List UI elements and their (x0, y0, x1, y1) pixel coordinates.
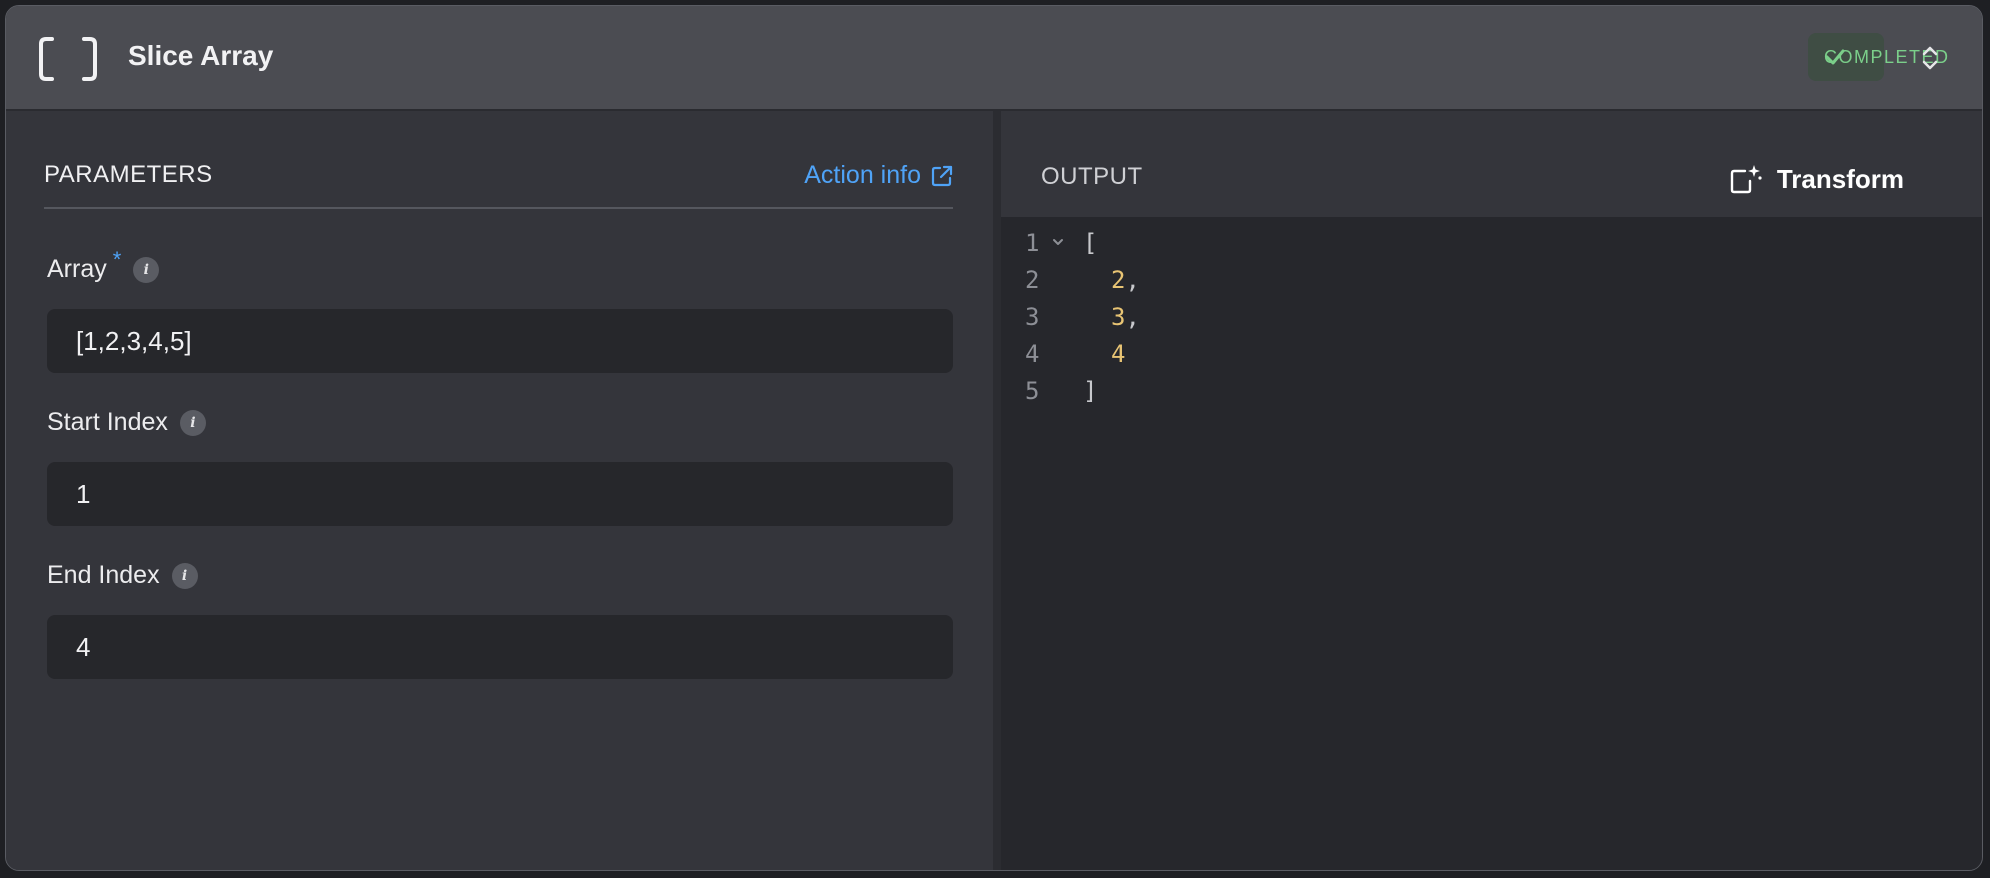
start-index-input[interactable] (47, 462, 953, 526)
comma: , (1125, 303, 1140, 331)
status-text: COMPLETED (1824, 46, 1950, 67)
check-icon (1825, 49, 1845, 65)
end-index-label-text: End Index (47, 561, 160, 589)
comma: , (1125, 266, 1140, 294)
parameters-divider (44, 207, 953, 209)
array-label-text: Array (47, 255, 107, 283)
parameters-panel: PARAMETERS Action info Array * i Start I… (6, 111, 993, 870)
output-header: OUTPUT Transform (1001, 111, 1982, 217)
expand-collapse-icon[interactable] (1918, 42, 1942, 74)
end-index-input[interactable] (47, 615, 953, 679)
action-info-label: Action info (804, 161, 921, 189)
required-mark: * (112, 246, 122, 272)
close-bracket: ] (1083, 377, 1098, 405)
transform-label: Transform (1776, 163, 1904, 194)
status-badge: COMPLETED (1808, 33, 1948, 81)
line-number: 4 (1025, 340, 1040, 368)
line-number: 1 (1025, 229, 1040, 257)
panel-resize-handle[interactable] (993, 111, 1001, 870)
array-value: 3 (1111, 303, 1126, 331)
transform-button[interactable]: Transform (1729, 163, 1904, 195)
array-input[interactable] (47, 309, 953, 373)
brackets-icon (39, 37, 97, 81)
array-value: 2 (1111, 266, 1126, 294)
array-label: Array * i (47, 247, 160, 284)
line-number: 5 (1025, 377, 1040, 405)
info-icon[interactable]: i (171, 562, 198, 589)
slice-array-card: Slice Array COMPLETED PARAMETERS Action … (5, 5, 1983, 871)
external-link-icon (931, 165, 953, 186)
action-title: Slice Array (128, 40, 274, 71)
line-number: 2 (1025, 266, 1040, 294)
open-bracket: [ (1083, 229, 1098, 257)
info-icon[interactable]: i (179, 409, 206, 436)
start-index-label: Start Index i (47, 408, 206, 437)
output-panel: OUTPUT Transform 1 [ 2 2, (1001, 111, 1982, 870)
parameters-title: PARAMETERS (44, 161, 213, 188)
line-number: 3 (1025, 303, 1040, 331)
array-value: 4 (1111, 340, 1126, 368)
info-icon[interactable]: i (133, 256, 160, 283)
transform-sparkle-icon (1730, 165, 1762, 194)
card-header[interactable]: Slice Array COMPLETED (6, 6, 1982, 111)
end-index-label: End Index i (47, 561, 198, 590)
start-index-label-text: Start Index (47, 408, 168, 436)
output-title: OUTPUT (1041, 163, 1143, 190)
fold-chevron-icon[interactable] (1051, 235, 1065, 249)
action-info-link[interactable]: Action info (804, 161, 953, 190)
